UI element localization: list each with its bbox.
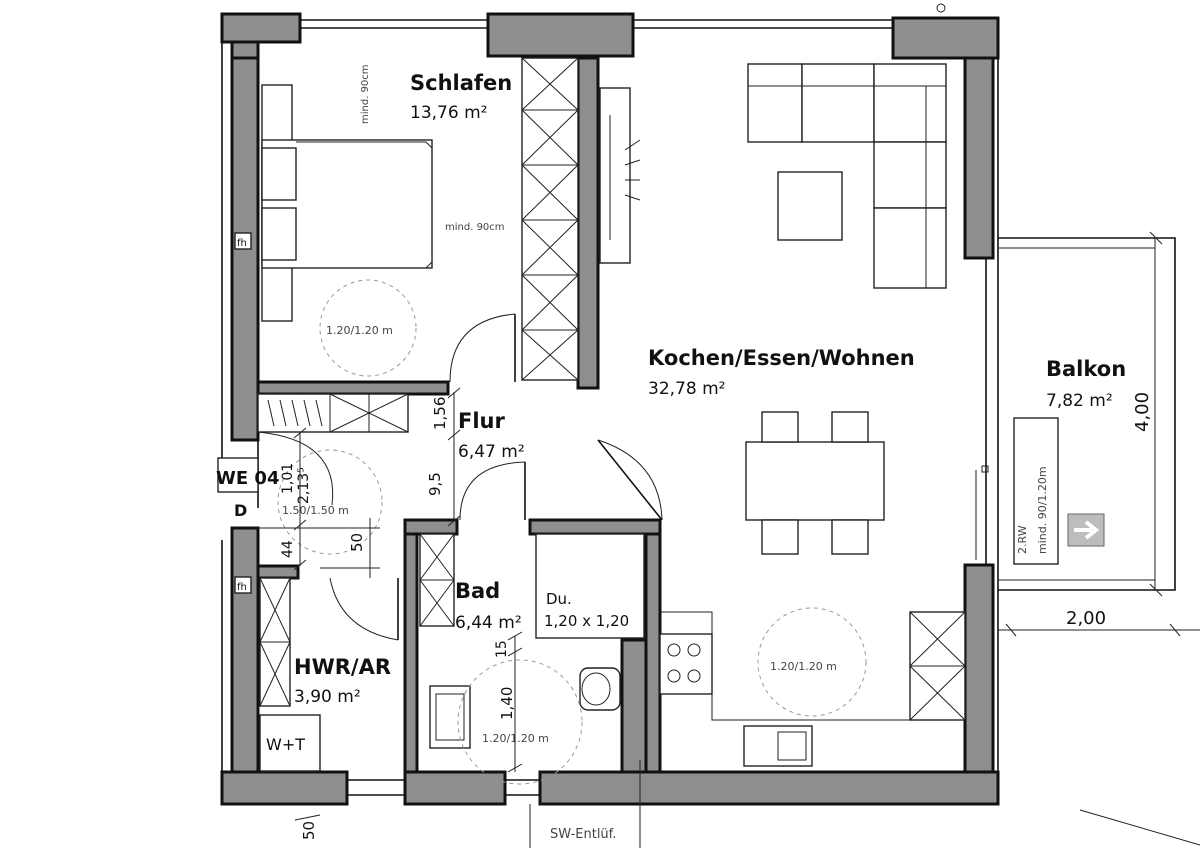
hallway	[257, 393, 663, 555]
unit-letter: D	[234, 501, 247, 520]
fh-label-1: fh	[237, 238, 247, 249]
dim-44: 44	[280, 540, 296, 558]
unit-label: WE 04	[216, 468, 279, 489]
min90-horizontal: mind. 90cm	[445, 222, 505, 233]
room-name-dusche: Du.	[546, 590, 572, 608]
marker-circle	[936, 3, 946, 13]
unit-label-box	[217, 457, 259, 493]
fh-label-2: fh	[237, 582, 247, 593]
dim-156: 1,56	[431, 397, 449, 430]
balkon-width: 2,00	[1066, 608, 1106, 629]
fh-mark-1	[234, 232, 252, 250]
rw-label-line1: 2.RW	[1016, 525, 1029, 554]
fh-mark-2	[234, 576, 252, 594]
balcony	[998, 231, 1200, 637]
room-area-bad: 6,44 m²	[455, 613, 522, 633]
min90-vertical: mind. 90cm	[360, 64, 371, 124]
room-name-flur: Flur	[458, 409, 505, 433]
clearance-flur: 1.50/1.50 m	[282, 504, 349, 517]
utility-room	[259, 577, 399, 772]
balkon-depth: 4,00	[1132, 392, 1153, 432]
bathroom	[419, 533, 645, 785]
clearance-bed: 1.20/1.20 m	[326, 324, 393, 337]
sw-entluef-label: SW-Entlüf.	[550, 827, 616, 842]
dim-50b: 50	[300, 821, 318, 840]
dimension-ticks	[258, 387, 461, 578]
room-area-schlafen: 13,76 m²	[410, 103, 487, 123]
room-name-bad: Bad	[455, 579, 500, 603]
walls	[220, 12, 1000, 806]
washer-dryer-label: W+T	[266, 735, 305, 754]
room-area-balkon: 7,82 m²	[1046, 391, 1113, 411]
dim-50a: 50	[348, 533, 366, 552]
room-name-schlafen: Schlafen	[410, 71, 512, 95]
room-name-hwr: HWR/AR	[294, 655, 391, 679]
room-area-hwr: 3,90 m²	[294, 687, 361, 707]
room-name-kochen: Kochen/Essen/Wohnen	[648, 346, 915, 370]
room-name-balkon: Balkon	[1046, 357, 1126, 381]
clearance-bad: 1.20/1.20 m	[482, 732, 549, 745]
dim-15: 15	[494, 640, 510, 658]
room-area-kochen: 32,78 m²	[648, 379, 725, 399]
clearance-kitchen: 1.20/1.20 m	[770, 660, 837, 673]
dim-101: 1,01	[280, 463, 296, 494]
dim-140: 1,40	[498, 687, 516, 720]
rw-label-line2: mind. 90/1.20m	[1036, 466, 1049, 554]
living-area	[599, 63, 989, 767]
room-area-flur: 6,47 m²	[458, 442, 525, 462]
shower-size: 1,20 x 1,20	[544, 612, 629, 630]
dim-213: 2,13⁵	[296, 467, 312, 504]
dim-95: 9,5	[426, 472, 444, 496]
bedroom	[261, 57, 579, 383]
